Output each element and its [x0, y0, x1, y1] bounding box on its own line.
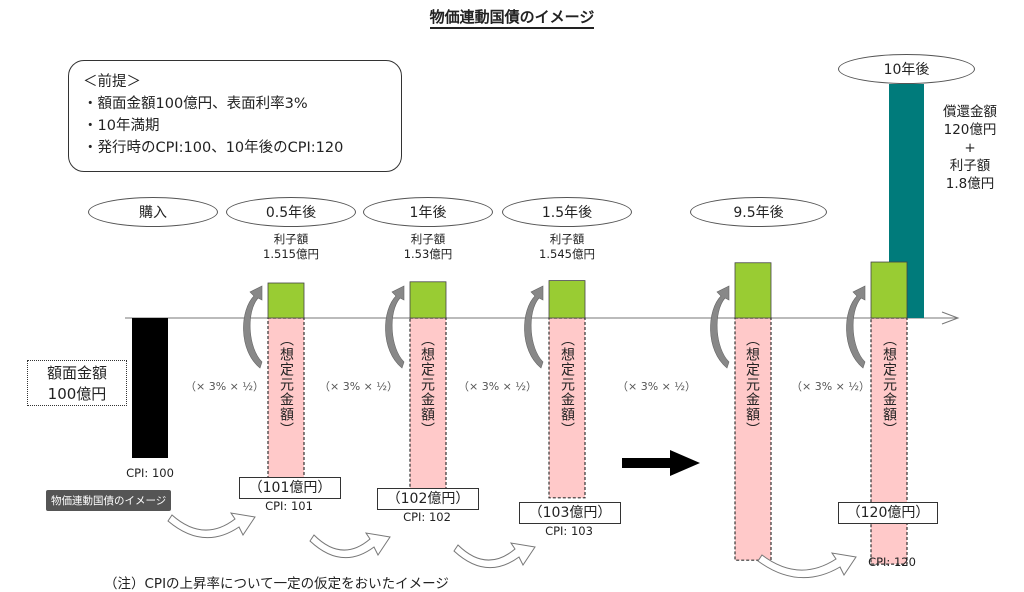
- premise-item: ・10年満期: [83, 118, 160, 134]
- notional-principal-bar: [734, 317, 772, 561]
- premise-item: ・額面金額100億円、表面利率3%: [83, 96, 308, 112]
- cpi-label: CPI: 101: [265, 499, 313, 513]
- curved-arrow-icon: [846, 285, 866, 369]
- cpi-label: CPI: 120: [868, 555, 916, 569]
- redemption-label: 償還金額 120億円 + 利子額 1.8億円: [943, 104, 997, 192]
- principal-amount-box: （120億円）: [838, 502, 938, 524]
- face-value-bar: [132, 318, 168, 458]
- cpi-progress-arrow-icon: [453, 542, 536, 569]
- notional-label: （想定元金額）: [881, 332, 897, 437]
- stage-oval-10y: 10年後: [838, 54, 975, 84]
- interest-label-1y: 利子額 1.53億円: [403, 232, 453, 261]
- premise-box: ＜前提＞ ・額面金額100億円、表面利率3% ・10年満期 ・発行時のCPI:1…: [68, 60, 402, 172]
- stage-oval-purchase: 購入: [88, 197, 218, 227]
- face-value-box: 額面金額 100億円: [27, 360, 127, 406]
- curved-arrow-icon: [524, 285, 544, 369]
- rate-formula: （× 3% × ½）: [617, 380, 697, 393]
- cpi-progress-arrow-icon: [167, 512, 256, 539]
- cpi-label: CPI: 102: [403, 510, 451, 524]
- interest-bar: [870, 261, 908, 319]
- notional-label: （想定元金額）: [278, 332, 294, 437]
- stage-oval-1y: 1年後: [363, 197, 493, 227]
- cpi-progress-arrow-icon: [757, 552, 857, 579]
- rate-formula: （× 3% × ½）: [791, 380, 871, 393]
- interest-bar: [734, 262, 772, 319]
- principal-amount-box: （103億円）: [519, 502, 621, 524]
- premise-heading: ＜前提＞: [83, 74, 141, 90]
- stage-oval-1-5y: 1.5年後: [502, 197, 632, 227]
- premise-item: ・発行時のCPI:100、10年後のCPI:120: [83, 140, 344, 156]
- rate-formula: （× 3% × ½）: [319, 380, 399, 393]
- axis-arrow-icon: [941, 311, 960, 325]
- rate-formula: （× 3% × ½）: [458, 380, 538, 393]
- cpi-progress-arrow-icon: [309, 532, 391, 559]
- curved-arrow-icon: [385, 285, 405, 369]
- interest-label-0-5y: 利子額 1.515億円: [263, 232, 319, 261]
- principal-amount-box: （102億円）: [377, 488, 479, 510]
- rate-formula: （× 3% × ½）: [185, 380, 265, 393]
- curved-arrow-icon: [243, 285, 263, 369]
- tooltip: 物価連動国債のイメージ: [46, 490, 172, 511]
- notional-principal-bar: [409, 317, 447, 495]
- notional-label: （想定元金額）: [559, 332, 575, 437]
- cpi-label: CPI: 100: [126, 466, 174, 480]
- interest-label-1-5y: 利子額 1.545億円: [539, 232, 595, 261]
- interest-bar: [409, 281, 447, 319]
- continuation-arrow-icon: [622, 450, 700, 476]
- notional-label: （想定元金額）: [744, 332, 760, 437]
- principal-amount-box: （101億円）: [239, 477, 341, 499]
- notional-principal-bar: [548, 317, 586, 499]
- curved-arrow-icon: [710, 285, 730, 369]
- cpi-label: CPI: 103: [545, 524, 593, 538]
- notional-label: （想定元金額）: [419, 332, 435, 437]
- interest-bar: [267, 282, 305, 319]
- interest-bar: [548, 280, 586, 319]
- stage-oval-0-5y: 0.5年後: [226, 197, 356, 227]
- footnote: （注）CPIの上昇率について一定の仮定をおいたイメージ: [104, 576, 449, 592]
- page-title: 物価連動国債のイメージ: [0, 6, 1024, 29]
- stage-oval-9-5y: 9.5年後: [690, 197, 827, 227]
